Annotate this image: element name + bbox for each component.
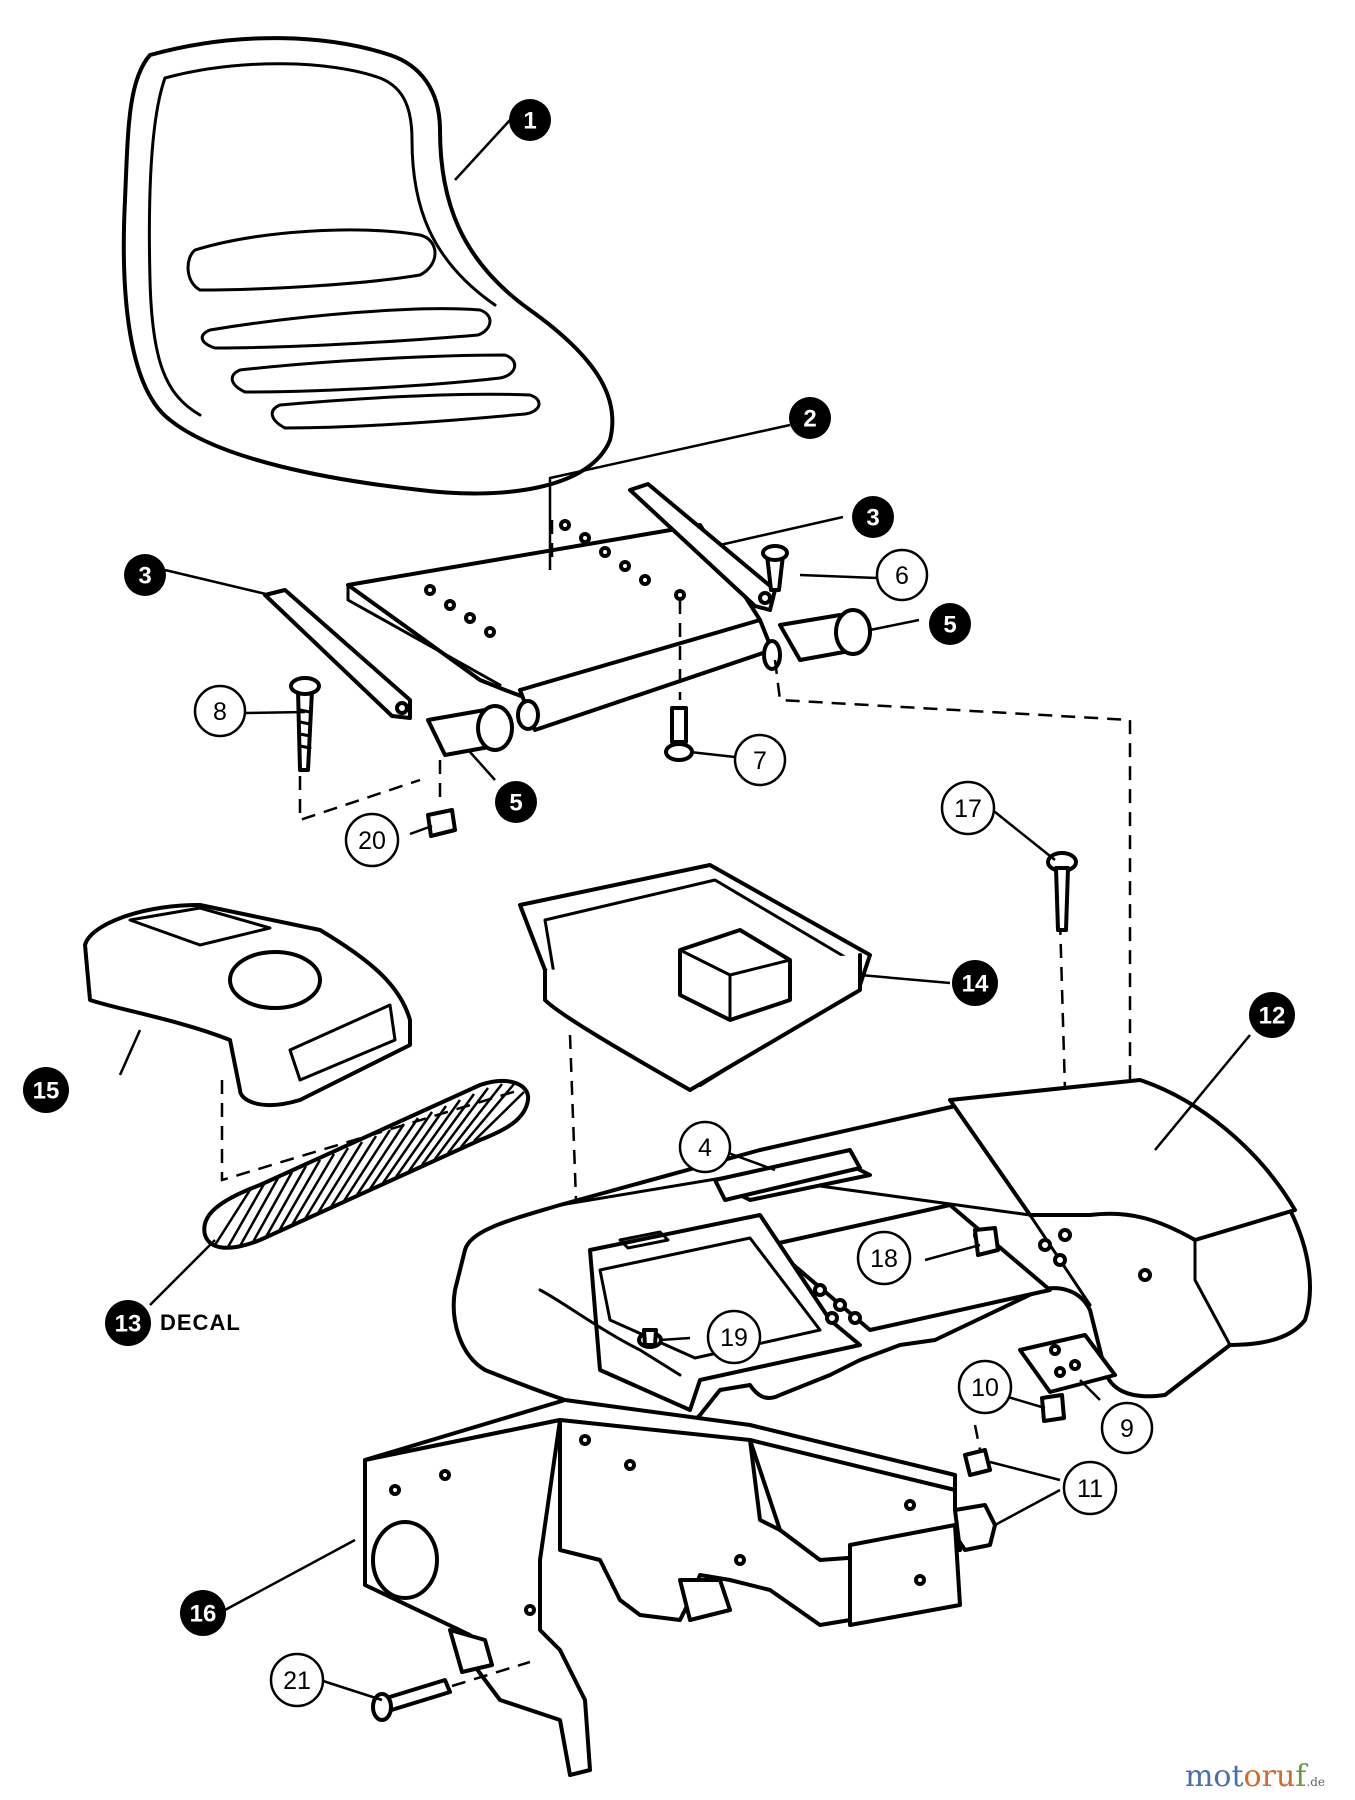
- svg-text:5: 5: [509, 790, 522, 817]
- svg-text:11: 11: [1077, 1475, 1103, 1503]
- bolt-part-21: [371, 1660, 531, 1722]
- svg-text:6: 6: [895, 562, 909, 590]
- svg-text:19: 19: [720, 1324, 748, 1352]
- callout-16: 16: [180, 1590, 226, 1636]
- nut-part-20: [426, 808, 457, 838]
- callout-5-left: 5: [495, 781, 537, 823]
- callout-9: 9: [1100, 1401, 1154, 1455]
- callout-13: 13: [105, 1300, 151, 1346]
- nut-part-18: [973, 1226, 1000, 1257]
- callout-7: 7: [733, 733, 787, 787]
- leader-lines: [118, 119, 1251, 1702]
- svg-text:20: 20: [358, 827, 386, 855]
- seat-pan-part-2: [346, 519, 782, 732]
- callout-11: 11: [1062, 1460, 1118, 1516]
- callout-5-right: 5: [929, 603, 971, 645]
- svg-text:7: 7: [753, 747, 767, 775]
- svg-text:16: 16: [190, 1601, 217, 1628]
- callout-19: 19: [706, 1309, 762, 1365]
- svg-text:13: 13: [115, 1311, 142, 1338]
- fitting-part-11: [953, 1424, 997, 1552]
- tray-part-14: [518, 863, 872, 1092]
- callout-18: 18: [856, 1230, 912, 1286]
- svg-text:10: 10: [971, 1374, 999, 1402]
- svg-text:15: 15: [33, 1078, 60, 1105]
- bolt-part-7: [664, 706, 694, 762]
- pivot-part-5-left: [426, 704, 514, 757]
- svg-text:1: 1: [523, 108, 536, 135]
- callout-2: 2: [789, 397, 831, 439]
- decal-label: DECAL: [160, 1310, 241, 1335]
- svg-text:8: 8: [213, 698, 227, 726]
- svg-text:14: 14: [962, 971, 989, 998]
- callout-1: 1: [509, 99, 551, 141]
- decal-part-13: [202, 1079, 531, 1250]
- callout-3-left: 3: [124, 554, 166, 596]
- bolt-part-6: [761, 544, 789, 592]
- svg-text:3: 3: [138, 563, 151, 590]
- pivot-part-5-right: [778, 608, 872, 662]
- svg-text:4: 4: [698, 1134, 712, 1162]
- svg-text:3: 3: [866, 505, 879, 532]
- bolt-part-17: [1046, 851, 1078, 932]
- pad-part-4: [713, 1148, 862, 1202]
- svg-text:5: 5: [943, 612, 956, 639]
- svg-text:18: 18: [870, 1245, 898, 1273]
- callout-14: 14: [952, 960, 998, 1006]
- callout-6: 6: [875, 548, 929, 602]
- callout-20: 20: [344, 812, 400, 868]
- callout-4: 4: [678, 1120, 732, 1174]
- callout-15: 15: [23, 1067, 69, 1113]
- svg-text:21: 21: [283, 1667, 311, 1695]
- svg-text:9: 9: [1120, 1415, 1134, 1443]
- callout-17: 17: [940, 780, 996, 836]
- bracket-part-3-right: [628, 482, 777, 612]
- seat-part-1: [121, 36, 615, 496]
- callout-10: 10: [957, 1359, 1013, 1415]
- callout-8: 8: [193, 684, 247, 738]
- svg-text:12: 12: [1259, 1003, 1286, 1030]
- nut-part-10: [1040, 1393, 1066, 1423]
- callout-12: 12: [1249, 992, 1295, 1038]
- svg-text:17: 17: [954, 795, 982, 823]
- plate-part-9: [1018, 1333, 1117, 1394]
- frame-part-16: [363, 1398, 962, 1777]
- bolt-part-8: [289, 676, 321, 772]
- svg-text:2: 2: [803, 406, 816, 433]
- cover-part-15: [83, 903, 412, 1107]
- bracket-part-3-left: [263, 588, 412, 720]
- callout-3-right: 3: [852, 496, 894, 538]
- callout-21: 21: [269, 1652, 325, 1708]
- watermark-logo: motoruf.de: [1184, 1759, 1325, 1794]
- screw-part-19: [637, 1328, 663, 1349]
